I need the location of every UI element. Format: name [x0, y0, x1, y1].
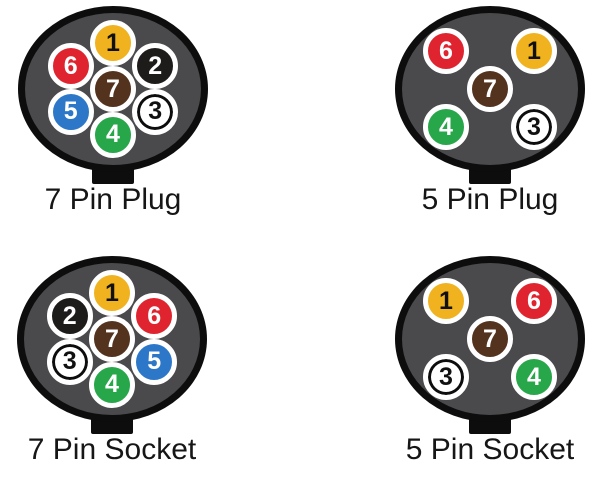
- pin-2-black: 2: [132, 43, 179, 90]
- pin-number: 6: [439, 36, 453, 65]
- pin-7-brown: 7: [467, 316, 513, 362]
- pin-5-blue: 5: [47, 88, 94, 135]
- pin-number: 4: [439, 112, 453, 141]
- pin-number: 6: [147, 301, 162, 330]
- pin-1-yellow: 1: [90, 20, 136, 67]
- connector-figure-5-pin-socket: 1 6 7 3 4 5 Pin Socket: [395, 256, 585, 467]
- connector-label: 7 Pin Socket: [27, 433, 197, 466]
- pin-1-yellow: 1: [89, 270, 135, 317]
- pin-3-white: 3: [46, 338, 93, 385]
- pin-number: 6: [63, 51, 78, 80]
- pin-7-brown: 7: [467, 66, 513, 112]
- pin-number: 7: [483, 74, 497, 103]
- pin-number: 5: [63, 97, 78, 126]
- connector-label: 7 Pin Plug: [44, 183, 182, 216]
- pin-3-white: 3: [423, 354, 469, 400]
- pin-number: 7: [483, 324, 497, 353]
- connector-body: 6 1 7 4 3: [395, 6, 585, 172]
- pin-number: 3: [148, 97, 163, 126]
- pin-number: 3: [62, 347, 77, 376]
- pin-number: 1: [105, 278, 119, 307]
- connector-label: 5 Pin Socket: [405, 433, 575, 466]
- pin-4-green: 4: [90, 111, 136, 158]
- connector-body: 1 6 7 3 4: [395, 256, 585, 422]
- pin-number: 1: [106, 28, 120, 57]
- pin-1-yellow: 1: [423, 278, 469, 324]
- pin-number: 1: [527, 36, 541, 65]
- pin-1-yellow: 1: [511, 28, 557, 74]
- pin-number: 1: [439, 286, 453, 315]
- pin-number: 7: [105, 324, 119, 353]
- pin-number: 4: [527, 362, 541, 391]
- pin-4-green: 4: [511, 354, 557, 400]
- pin-number: 5: [147, 347, 162, 376]
- pin-2-black: 2: [46, 293, 93, 340]
- pin-3-white: 3: [132, 88, 179, 135]
- pin-7-brown: 7: [89, 316, 135, 362]
- pin-number: 4: [105, 370, 119, 399]
- pin-number: 4: [106, 120, 120, 149]
- pin-number: 3: [439, 362, 453, 391]
- connector-5-pin-plug: 6 1 7 4 3: [395, 6, 585, 184]
- pin-6-red: 6: [47, 43, 94, 90]
- pin-number: 3: [527, 112, 541, 141]
- pin-4-green: 4: [423, 104, 469, 150]
- pin-number: 2: [62, 301, 77, 330]
- connector-figure-5-pin-plug: 6 1 7 4 3 5 Pin Plug: [395, 6, 585, 217]
- connector-label: 5 Pin Plug: [421, 183, 559, 216]
- pin-7-brown: 7: [90, 66, 136, 112]
- pin-number: 7: [106, 74, 120, 103]
- pin-4-green: 4: [89, 361, 135, 408]
- pin-6-red: 6: [131, 293, 178, 340]
- connector-5-pin-socket: 1 6 7 3 4: [395, 256, 585, 434]
- pin-5-blue: 5: [131, 338, 178, 385]
- pin-number: 2: [148, 51, 163, 80]
- pin-6-red: 6: [511, 278, 557, 324]
- pin-6-red: 6: [423, 28, 469, 74]
- pin-number: 6: [527, 286, 541, 315]
- pin-3-white: 3: [511, 104, 557, 150]
